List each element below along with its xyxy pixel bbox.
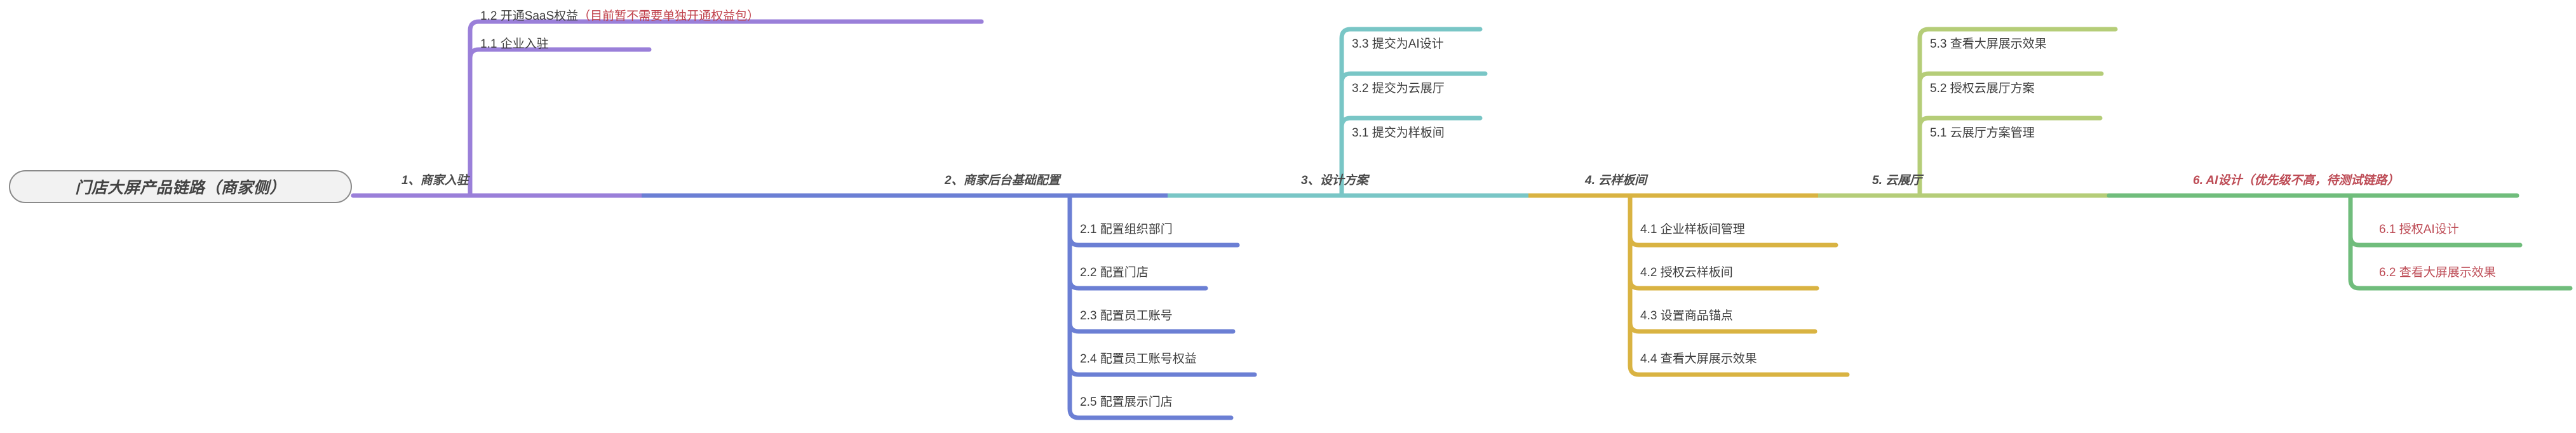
leaf-label-4-1[interactable]: 4.1 企业样板间管理 (1640, 223, 1745, 236)
connector-b6 (2348, 193, 2573, 291)
leaf-label-3-2[interactable]: 3.2 提交为云展厅 (1352, 82, 1445, 95)
root-node[interactable]: 门店大屏产品链路（商家侧） (9, 170, 352, 203)
connector-b4 (1628, 193, 1850, 377)
leaf-label-2-1[interactable]: 2.1 配置组织部门 (1080, 223, 1173, 236)
branch-label-4[interactable]: 4. 云样板间 (1585, 174, 1647, 187)
leaf-label-1-2-text: 1.2 开通SaaS权益 (480, 10, 579, 23)
leaf-label-5-3[interactable]: 5.3 查看大屏展示效果 (1930, 37, 2047, 51)
leaf-label-1-1[interactable]: 1.1 企业入驻 (480, 37, 549, 51)
leaf-label-5-1[interactable]: 5.1 云展厅方案管理 (1930, 126, 2035, 140)
connector-b1 (468, 19, 984, 198)
leaf-label-6-1[interactable]: 6.1 授权AI设计 (2379, 223, 2459, 236)
branch-label-6[interactable]: 6. AI设计（优先级不高，待测试链路） (2193, 174, 2399, 187)
leaf-label-4-2[interactable]: 4.2 授权云样板间 (1640, 266, 1733, 279)
leaf-label-6-2[interactable]: 6.2 查看大屏展示效果 (2379, 266, 2496, 279)
leaf-label-4-3[interactable]: 4.3 设置商品锚点 (1640, 309, 1733, 323)
branch-label-3[interactable]: 3、设计方案 (1301, 174, 1368, 187)
connector-b2 (1067, 193, 1257, 420)
leaf-label-2-4[interactable]: 2.4 配置员工账号权益 (1080, 352, 1197, 366)
leaf-label-2-3[interactable]: 2.3 配置员工账号 (1080, 309, 1173, 323)
leaf-label-2-5[interactable]: 2.5 配置展示门店 (1080, 396, 1173, 409)
leaf-label-2-2[interactable]: 2.2 配置门店 (1080, 266, 1149, 279)
branch-label-1[interactable]: 1、商家入驻 (401, 174, 469, 187)
leaf-label-3-3[interactable]: 3.3 提交为AI设计 (1352, 37, 1444, 51)
leaf-label-3-1[interactable]: 3.1 提交为样板间 (1352, 126, 1445, 140)
leaf-label-1-2[interactable]: 1.2 开通SaaS权益（目前暂不需要单独开通权益包） (480, 10, 759, 22)
branch-label-5[interactable]: 5. 云展厅 (1872, 174, 1922, 187)
leaf-label-4-4[interactable]: 4.4 查看大屏展示效果 (1640, 352, 1757, 366)
leaf-label-1-2-note: （目前暂不需要单独开通权益包） (578, 10, 760, 23)
leaf-label-5-2[interactable]: 5.2 授权云展厅方案 (1930, 82, 2035, 95)
connector-b5 (1917, 27, 2118, 198)
connector-b3 (1339, 27, 1488, 198)
root-node-label: 门店大屏产品链路（商家侧） (75, 179, 286, 197)
branch-label-2[interactable]: 2、商家后台基础配置 (945, 174, 1060, 187)
